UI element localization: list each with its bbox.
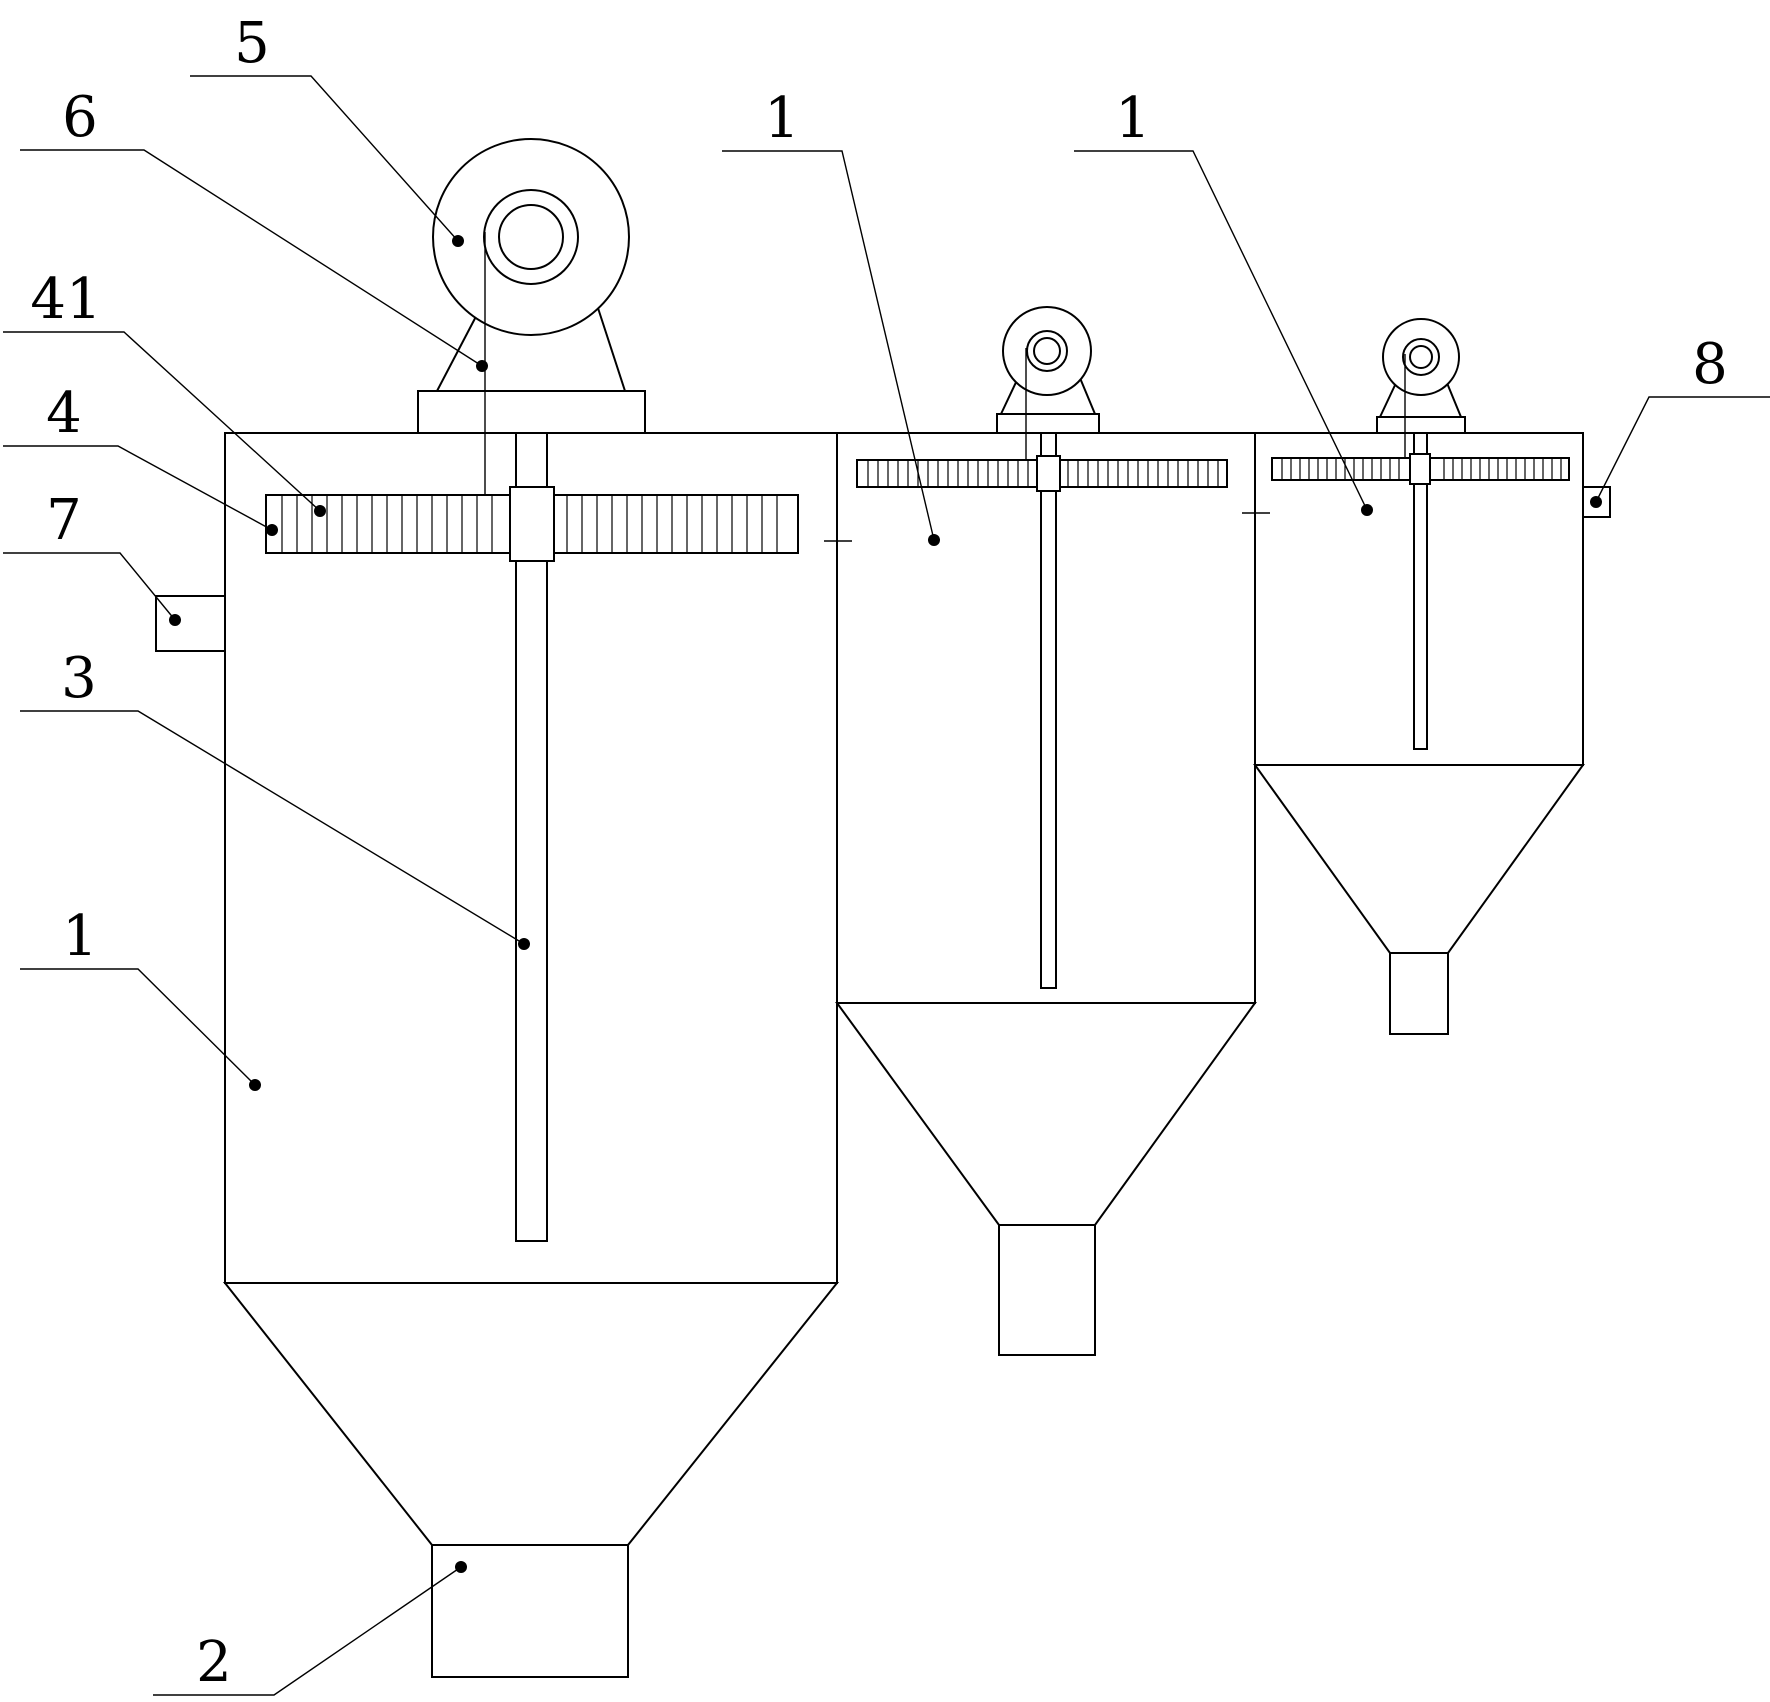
leader-1-middle-dot <box>928 534 940 546</box>
main-bracket-right <box>596 304 626 392</box>
label-outlet-main: 2 <box>196 1630 232 1695</box>
small-bracket-right <box>1446 382 1462 418</box>
leader-4 <box>3 445 273 531</box>
small-motor-ring <box>1402 338 1440 376</box>
middle-motor-ring <box>1026 330 1068 372</box>
middle-stirrer-hub <box>1036 455 1061 492</box>
label-tank-mid: 1 <box>764 86 800 151</box>
middle-tank-body <box>836 432 1256 1004</box>
leader-5 <box>190 75 459 242</box>
leader-1-small <box>1074 150 1368 511</box>
small-motor-base <box>1376 416 1466 434</box>
label-inlet: 7 <box>46 488 82 553</box>
small-tank-cone <box>1253 764 1585 954</box>
small-motor-hub <box>1409 345 1433 369</box>
leader-41 <box>3 331 321 512</box>
middle-bracket-left <box>1000 377 1019 415</box>
leader-4-dot <box>266 524 278 536</box>
inlet-pipe <box>155 595 226 652</box>
leader-2-dot <box>455 1561 467 1573</box>
main-stirrer-teeth <box>281 495 778 553</box>
label-blade-gear: 41 <box>30 267 101 332</box>
middle-motor-outer <box>1002 306 1092 396</box>
small-outlet-pipe <box>1389 952 1449 1035</box>
small-stirrer-hub <box>1409 453 1431 485</box>
small-shaft <box>1413 432 1428 750</box>
leader-8 <box>1595 396 1770 503</box>
main-motor-ring <box>483 189 579 285</box>
leader-6-dot <box>476 360 488 372</box>
main-tank-cone <box>222 1282 840 1546</box>
main-motor-hub <box>498 204 564 270</box>
main-motor-base <box>417 390 646 434</box>
main-shaft <box>515 432 548 1242</box>
outlet-pipe-8 <box>1582 486 1611 518</box>
leader-1-small-dot <box>1361 504 1373 516</box>
leader-3-dot <box>518 938 530 950</box>
leader-2 <box>153 1566 462 1696</box>
middle-tank <box>824 306 1257 1356</box>
label-tank-main: 1 <box>62 904 98 969</box>
small-tank <box>1242 318 1611 1035</box>
middle-tank-cone <box>835 1002 1257 1226</box>
leader-8-dot <box>1590 496 1602 508</box>
main-stirrer-hub <box>509 486 555 562</box>
leader-41-dot <box>314 505 326 517</box>
small-bracket-left <box>1379 382 1397 418</box>
main-motor-outer <box>432 138 630 336</box>
leader-7-dot <box>169 614 181 626</box>
label-outlet-small: 8 <box>1692 332 1728 397</box>
leader-1-middle <box>722 150 935 541</box>
leader-7 <box>3 552 176 621</box>
label-stirrer: 4 <box>46 381 82 446</box>
leader-5-dot <box>452 235 464 247</box>
middle-motor-hub <box>1033 337 1061 365</box>
small-motor-outer <box>1382 318 1460 396</box>
leader-3 <box>20 710 525 945</box>
middle-shaft <box>1040 432 1057 989</box>
leader-6 <box>20 149 483 367</box>
label-motor: 5 <box>234 11 270 76</box>
label-tank-small: 1 <box>1115 86 1151 151</box>
label-bracket: 6 <box>62 85 98 150</box>
middle-motor-base <box>996 413 1100 434</box>
labels: 5 6 41 4 7 3 1 1 1 2 8 <box>30 11 1727 1695</box>
leader-1-main-dot <box>249 1079 261 1091</box>
main-outlet-pipe <box>431 1544 629 1678</box>
small-stirrer-teeth <box>1281 458 1562 480</box>
main-bracket-left <box>436 304 483 392</box>
middle-stirrer-teeth <box>867 460 1219 487</box>
middle-outlet-pipe <box>998 1224 1096 1356</box>
middle-bracket-right <box>1079 377 1096 415</box>
leader-lines <box>3 75 1770 1696</box>
label-shaft: 3 <box>61 646 97 711</box>
leader-1-main <box>20 968 256 1086</box>
main-tank <box>155 138 840 1678</box>
